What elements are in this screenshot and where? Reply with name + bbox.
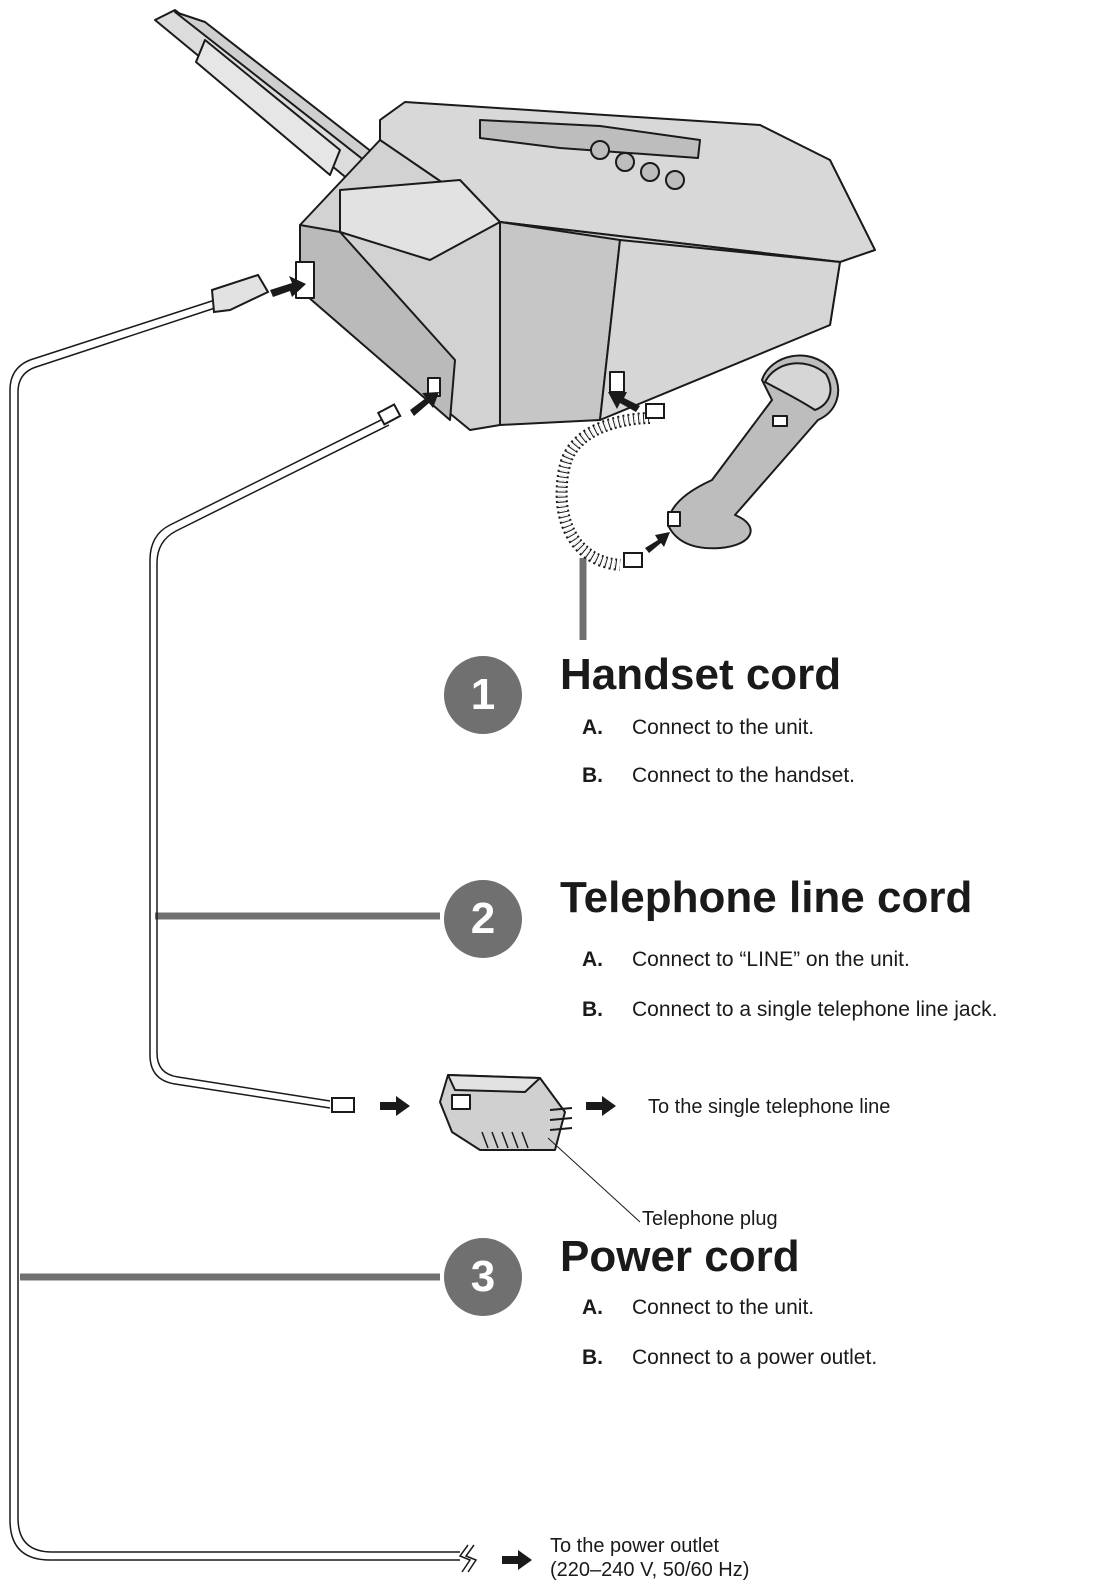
step-1-item-a: A.Connect to the unit.: [582, 716, 814, 740]
step-3-item-b-letter: B.: [582, 1346, 632, 1370]
single-line-label: To the single telephone line: [648, 1096, 890, 1119]
telephone-line-cord: [150, 418, 389, 1108]
step-3-item-a-text: Connect to the unit.: [632, 1296, 814, 1319]
step-1-title: Handset cord: [560, 650, 841, 700]
step-3-badge: 3: [444, 1238, 522, 1316]
power-cord: [10, 300, 460, 1560]
telephone-plug-label: Telephone plug: [642, 1208, 778, 1231]
arrow-right-icon: [380, 1096, 410, 1116]
step-3-item-b: B.Connect to a power outlet.: [582, 1346, 877, 1370]
line-cord-plug-unit: [378, 404, 400, 424]
step-2-item-b: B.Connect to a single telephone line jac…: [582, 998, 997, 1022]
cord-break-icon: [460, 1545, 476, 1572]
line-cord-plug-end: [332, 1098, 354, 1112]
handset-cord: [562, 418, 650, 565]
step-3-title: Power cord: [560, 1232, 800, 1282]
step-1-item-a-text: Connect to the unit.: [632, 716, 814, 739]
telephone-plug-adapter: [440, 1075, 572, 1150]
power-outlet-label: To the power outlet (220–240 V, 50/60 Hz…: [550, 1534, 749, 1582]
step-1-item-b-text: Connect to the handset.: [632, 764, 855, 787]
step-2-title: Telephone line cord: [560, 873, 972, 923]
step-3-item-a-letter: A.: [582, 1296, 632, 1320]
step-3-item-b-text: Connect to a power outlet.: [632, 1346, 877, 1369]
arrow-right-icon: [645, 532, 670, 553]
step-2-item-a-text: Connect to “LINE” on the unit.: [632, 948, 910, 971]
step-2-item-b-text: Connect to a single telephone line jack.: [632, 998, 997, 1021]
step-1-item-a-letter: A.: [582, 716, 632, 740]
step-2-badge: 2: [444, 880, 522, 958]
handset: [668, 356, 838, 549]
power-plug: [212, 275, 268, 312]
handset-cord-plug-handset: [624, 553, 642, 567]
step-1-item-b-letter: B.: [582, 764, 632, 788]
step-1-badge: 1: [444, 656, 522, 734]
step-3-item-a: A.Connect to the unit.: [582, 1296, 814, 1320]
arrow-right-icon: [502, 1550, 532, 1570]
step-2-item-a: A.Connect to “LINE” on the unit.: [582, 948, 910, 972]
power-outlet-label-line2: (220–240 V, 50/60 Hz): [550, 1558, 749, 1582]
step-2-item-a-letter: A.: [582, 948, 632, 972]
step-2-item-b-letter: B.: [582, 998, 632, 1022]
power-outlet-label-line1: To the power outlet: [550, 1534, 749, 1558]
telephone-plug-leader: [548, 1138, 640, 1222]
arrow-right-icon: [586, 1096, 616, 1116]
step-1-item-b: B.Connect to the handset.: [582, 764, 855, 788]
handset-cord-plug-unit: [646, 404, 664, 418]
fax-machine: [155, 10, 875, 430]
